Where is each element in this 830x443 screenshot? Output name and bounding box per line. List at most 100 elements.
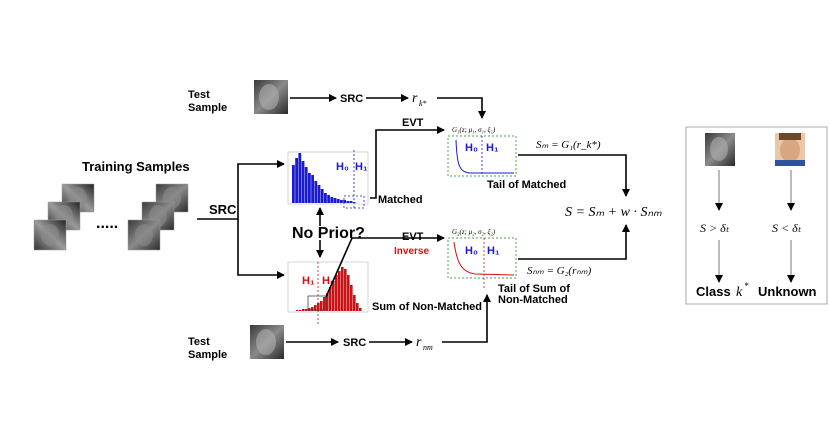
matched-bar [311,175,314,203]
arrow-to-matched [237,160,285,219]
matched-bar [349,201,353,203]
tail-nonmatched-plot [447,237,517,290]
nonmatched-bar [308,308,311,311]
sm-equation: Sₘ = G₁(r_k*) [536,139,601,151]
matched-h0: H₀ [336,161,349,173]
nonmatched-bar [356,303,359,311]
tail-nonmatched-h1: H₁ [487,245,500,257]
arrow-to-nonmatched [237,219,285,279]
evt-top-label: EVT [402,117,424,129]
matched-bar [308,173,311,203]
nonmatched-bar [329,287,332,311]
matched-bar [292,165,295,203]
s-combined-equation: S = Sₘ + w · Sₙₘ [565,205,662,220]
r-top: r [412,91,418,106]
nonmatched-bar [305,309,308,311]
inverse-label: Inverse [394,246,429,257]
class-label: Class [696,284,731,299]
test-face-bottom [250,325,284,359]
matched-h1: H₁ [355,161,368,173]
matched-bar [324,193,327,203]
matched-bars [292,153,356,203]
matched-bar [327,195,330,203]
nonmatched-bar [320,301,323,311]
matched-bar [336,199,340,203]
nonmatched-bar [347,275,350,311]
nonmatched-bars [296,267,362,311]
nonmatched-bar [323,297,326,311]
arrow-snm-to-s [518,224,630,260]
src-top-label: SRC [340,93,363,105]
no-prior-label: No Prior? [292,225,365,242]
unknown-label: Unknown [758,284,817,299]
tail-nonmatched-h0: H₀ [465,245,478,257]
nonmatched-bar [311,307,314,311]
nonmatched-bar [326,293,329,311]
class-k: k [736,285,743,300]
nonmatched-bar [359,308,362,311]
tail-nonmatched-label-2: Non-Matched [498,294,568,306]
arrow-sm-to-s [518,154,630,197]
matched-bar [333,198,337,203]
tail-matched-h1: H₁ [486,142,499,154]
g1-formula: G₁(z; μ₁, σ₁, ξ₁) [452,126,496,134]
nonmatched-bar [350,285,353,311]
nonmatched-bar [338,271,341,311]
src-main-label: SRC [209,202,237,217]
matched-bar [314,181,318,203]
tail-matched-h0: H₀ [465,142,478,154]
src-bottom-label: SRC [343,337,366,349]
test-sample-top-line2: Sample [188,102,227,114]
nonmatched-histogram [287,261,369,326]
training-faces-left [33,183,95,251]
matched-bar [301,161,305,203]
sum-nonmatched-label: Sum of Non-Matched [372,301,482,313]
tail-matched-plot [447,135,517,177]
matched-label: Matched [378,194,423,206]
nonmatched-bar [344,269,347,311]
tail-nonmatched-label-1: Tail of Sum of [498,283,570,295]
training-faces-right [127,183,189,251]
r-top-sub: k* [419,99,427,108]
matched-bar [330,197,334,203]
cond-left: S > δₜ [700,221,730,235]
matched-histogram [287,150,369,210]
nonmatched-bar [296,310,299,311]
nonmatched-bar [335,275,338,311]
test-sample-bottom-line2: Sample [188,349,227,361]
test-sample-bottom-line1: Test [188,336,210,348]
nonmatched-bar [353,295,356,311]
test-sample-top-line1: Test [188,89,210,101]
matched-bar [304,167,308,203]
nonmatched-bar [302,309,305,311]
matched-bar [320,189,324,203]
nonmatched-bar [341,267,344,311]
r-bottom-sub: nm [423,343,433,352]
cond-right: S < δₜ [772,221,802,235]
nonmatched-h1: H₁ [302,275,315,287]
tail-matched-label: Tail of Matched [487,179,566,191]
arrow-r-to-tail-matched [437,97,486,119]
arrow-matched-to-evt [370,126,445,199]
matched-bar [317,185,321,203]
decision-face-gray [705,133,735,166]
nonmatched-bar [314,305,317,311]
arrow-nonmatched-to-evt [325,234,445,298]
r-bottom: r [416,335,422,350]
nonmatched-bar [299,310,302,311]
evt-bottom-label: EVT [402,231,424,243]
nonmatched-bar [332,281,335,311]
class-k-sup: * [744,281,749,291]
matched-bar [343,200,346,203]
decision-panel: S > δₜ S < δₜ Class k * Unknown [685,126,828,305]
decision-face-color [775,133,805,166]
matched-bar [346,201,350,203]
matched-bar [295,158,298,203]
training-samples-label: Training Samples [82,159,190,174]
g2-formula: G₂(z; μ₂, σ₂, ξ₂) [452,228,496,236]
matched-bar [340,200,343,203]
arrow-r-to-tail-nonmatched [442,294,491,343]
matched-bar [298,153,302,203]
ellipsis-dots: ..... [96,215,118,232]
